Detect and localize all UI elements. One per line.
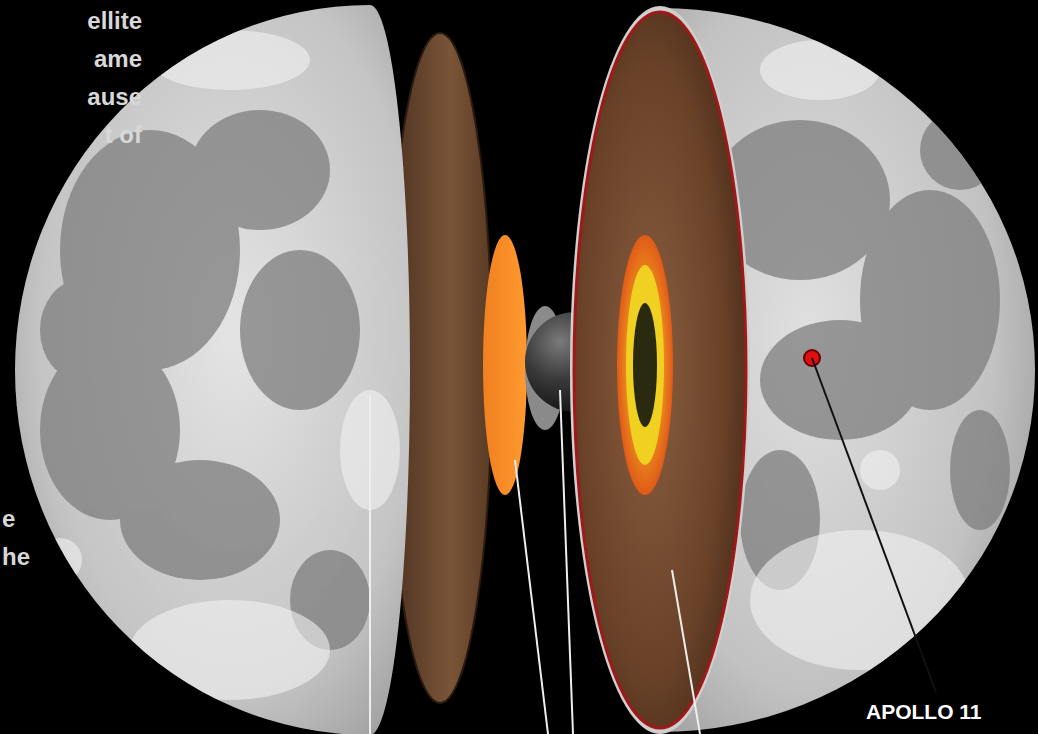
- cropped-text: he: [2, 544, 30, 570]
- cropped-text: ame: [94, 46, 142, 72]
- cropped-text: t of: [105, 122, 142, 148]
- cropped-text: ellite: [87, 8, 142, 34]
- site-label: APOLLO 11: [866, 700, 982, 723]
- cropped-text: ause: [87, 84, 142, 110]
- cropped-text: e: [2, 506, 15, 532]
